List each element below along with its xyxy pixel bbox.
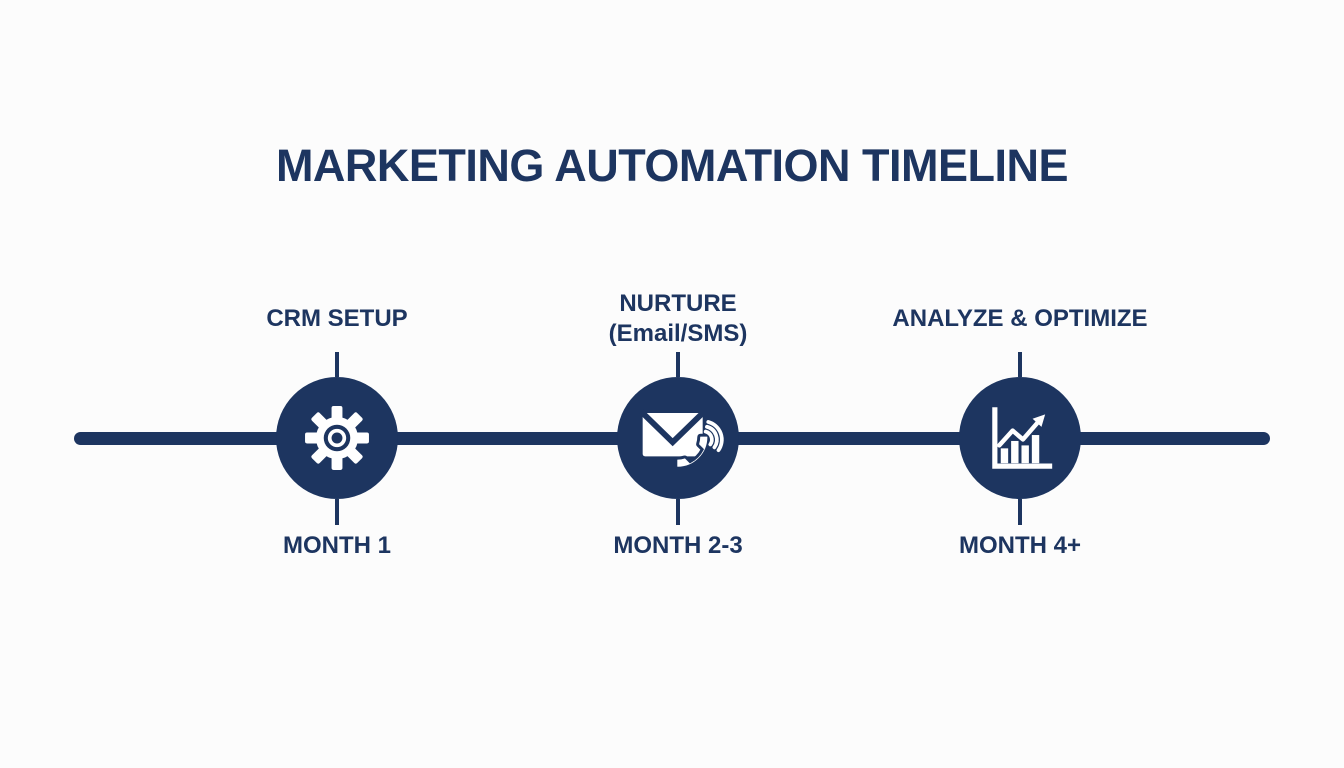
page-title: MARKETING AUTOMATION TIMELINE: [275, 140, 1069, 191]
milestone-node: [959, 377, 1081, 499]
growth-chart-icon: [992, 407, 1053, 469]
gear-icon: [305, 406, 369, 470]
connector-line: [335, 352, 339, 377]
milestone-analyze-optimize: ANALYZE & OPTIMIZE MONTH 4+: [850, 288, 1190, 580]
connector-line: [676, 499, 680, 525]
milestone-node: [276, 377, 398, 499]
milestone-label: CRM SETUP: [167, 288, 507, 350]
month-label: MONTH 2-3: [613, 532, 743, 559]
milestone-title: NURTURE: [619, 290, 737, 317]
month-label: MONTH 1: [283, 532, 391, 559]
email-phone-icon: [639, 409, 724, 470]
milestone-crm-setup: CRM SETUP: [167, 288, 507, 580]
milestone-nurture: NURTURE (Email/SMS) MONTH 2-3: [508, 288, 848, 580]
connector-line: [1018, 499, 1022, 525]
milestone-label: ANALYZE & OPTIMIZE: [850, 288, 1190, 350]
milestone-title: ANALYZE & OPTIMIZE: [892, 305, 1148, 332]
connector-line: [1018, 352, 1022, 377]
connector-line: [335, 499, 339, 525]
milestone-label: NURTURE (Email/SMS): [508, 288, 848, 350]
milestone-node: [617, 377, 739, 499]
month-label: MONTH 4+: [958, 532, 1081, 559]
milestone-subtitle: (Email/SMS): [608, 320, 748, 347]
milestone-title: CRM SETUP: [266, 305, 408, 332]
connector-line: [676, 352, 680, 377]
